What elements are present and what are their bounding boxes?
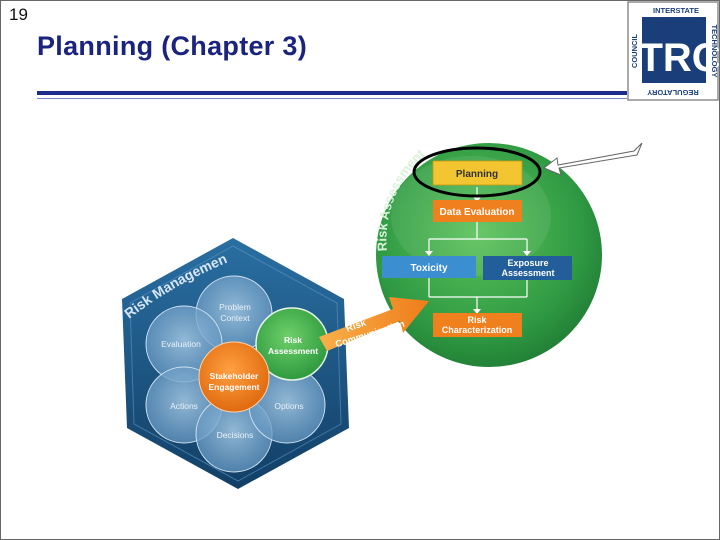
stakeholder-engagement-center	[198, 341, 270, 413]
decisions-label: Decisions	[217, 430, 254, 440]
risk-assessment-petal-line2: Assessment	[268, 346, 318, 356]
exposure-label-line2: Assessment	[501, 268, 554, 278]
problem-context-line2: Context	[220, 313, 250, 323]
planning-label: Planning	[456, 169, 498, 180]
toxicity-label: Toxicity	[410, 263, 447, 274]
risk-assessment-petal-line1: Risk	[284, 335, 302, 345]
slide-number: 19	[9, 5, 28, 24]
evaluation-label: Evaluation	[161, 339, 201, 349]
slide-title: Planning (Chapter 3)	[37, 31, 308, 61]
risk-assessment-circle	[376, 143, 602, 367]
characterization-label-line1: Risk	[467, 315, 487, 325]
exposure-label-line1: Exposure	[507, 258, 548, 268]
actions-label: Actions	[170, 401, 198, 411]
logo-text-left: COUNCIL	[630, 34, 639, 69]
title-rule	[37, 91, 627, 95]
risk-characterization-box	[433, 313, 522, 337]
stakeholder-line2: Engagement	[208, 382, 259, 392]
itrc-logo: ITRC INTERSTATE REGULATORY TECHNOLOGY CO…	[627, 1, 719, 101]
planning-box	[432, 160, 523, 186]
planning-highlight-ellipse	[412, 146, 542, 198]
data-evaluation-label: Data Evaluation	[439, 207, 514, 218]
logo-text-bottom: REGULATORY	[647, 88, 699, 97]
logo-mark: ITRC	[627, 36, 719, 80]
exposure-assessment-box	[483, 256, 572, 280]
flow-connectors	[428, 187, 528, 311]
logo-text-right: TECHNOLOGY	[710, 25, 719, 78]
data-evaluation-box	[433, 200, 522, 222]
risk-management-arc-label: Risk Management	[1, 1, 229, 321]
toxicity-box	[382, 256, 476, 278]
pointer-arrow	[543, 142, 643, 176]
title-rule-thin	[37, 98, 627, 99]
logo-text-top: INTERSTATE	[653, 6, 699, 15]
flow-arrowheads	[425, 197, 531, 314]
management-petals	[145, 275, 329, 473]
stakeholder-line1: Stakeholder	[210, 371, 259, 381]
options-label: Options	[274, 401, 303, 411]
problem-context-line1: Problem	[219, 302, 251, 312]
risk-communication-arrow	[319, 297, 429, 351]
characterization-label-line2: Characterization	[442, 325, 513, 335]
